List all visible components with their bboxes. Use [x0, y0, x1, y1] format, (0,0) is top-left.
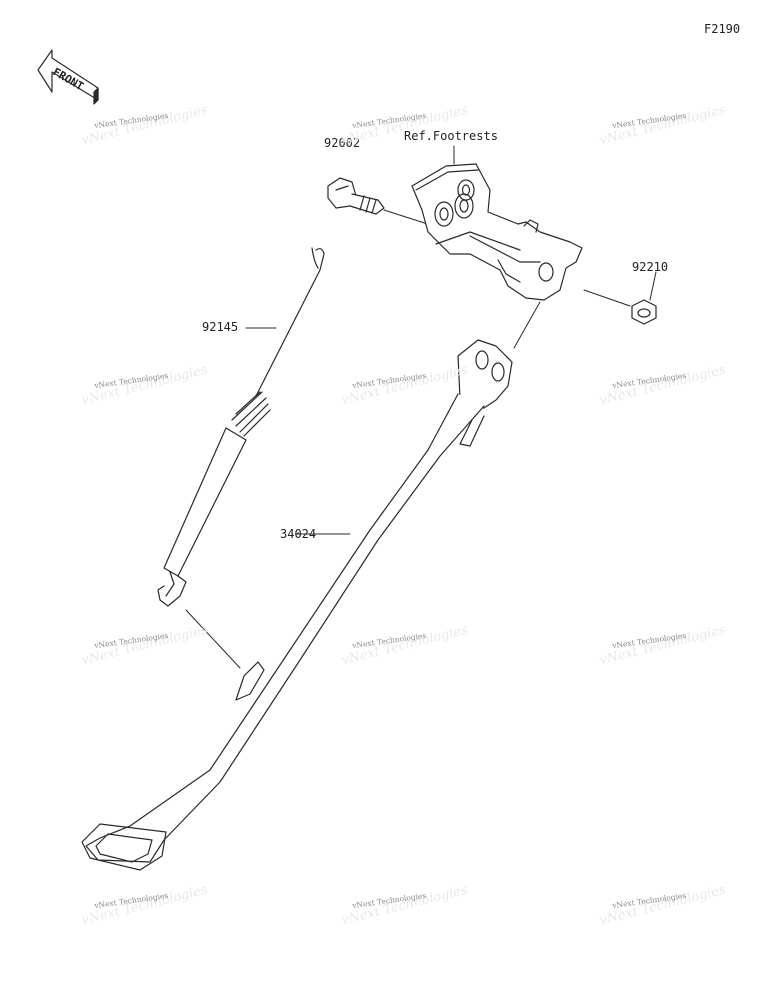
part-number-92145: 92145 — [202, 320, 239, 334]
nut-92210-icon — [583, 271, 657, 325]
bolt-92002-icon — [327, 177, 441, 229]
reference-label: Ref.Footrests — [404, 129, 498, 143]
front-arrow-icon — [37, 49, 99, 105]
front-label-svg: FRONT — [51, 65, 87, 93]
part-number-34024: 34024 — [280, 527, 317, 541]
front-label: FRONT — [51, 65, 87, 93]
footrest-bracket-icon — [411, 145, 583, 301]
part-number-92002: 92002 — [324, 136, 361, 150]
part-number-92210: 92210 — [632, 260, 669, 274]
figure-code: F2190 — [704, 22, 741, 36]
side-stand-34024-icon — [81, 301, 541, 871]
spring-92145-icon — [157, 247, 325, 669]
